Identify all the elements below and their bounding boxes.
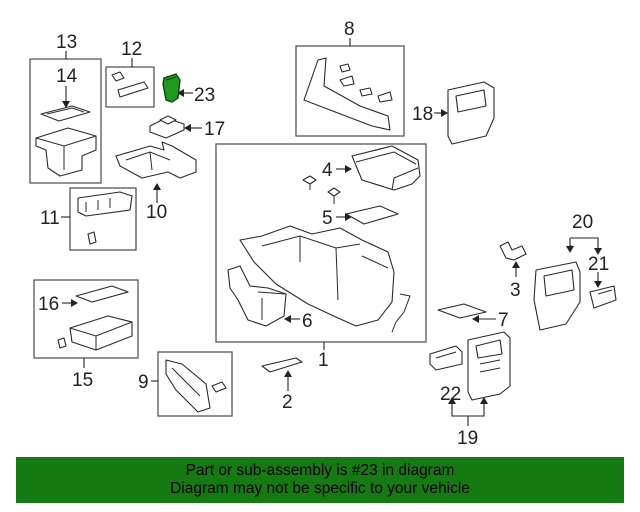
- part-19-rear-panel: [467, 331, 511, 401]
- callout-18: 18: [412, 104, 433, 125]
- part-group-13: [29, 51, 102, 184]
- part-14-tray: [40, 105, 91, 122]
- callout-10: 10: [146, 202, 167, 223]
- callout-20: 20: [572, 212, 593, 233]
- callout-2: 2: [282, 392, 293, 413]
- part-18-panel: [447, 81, 495, 145]
- callout-22: 22: [440, 384, 461, 405]
- callout-14: 14: [56, 66, 78, 87]
- callout-15: 15: [72, 370, 93, 391]
- part-17-cap: [149, 115, 185, 139]
- callout-6: 6: [302, 311, 313, 332]
- callout-4: 4: [322, 160, 333, 181]
- callout-8: 8: [344, 19, 355, 40]
- callout-11: 11: [40, 208, 60, 229]
- part-4-armrest-lid: [351, 145, 421, 191]
- part-group-15: [33, 279, 139, 368]
- part-group-12: [105, 58, 155, 108]
- callout-1: 1: [318, 350, 329, 371]
- part-13-box: [35, 127, 97, 177]
- part-2-bracket: [261, 357, 303, 373]
- callout-23: 23: [194, 85, 215, 106]
- part-group-11: [61, 187, 137, 251]
- callout-13: 13: [56, 32, 77, 53]
- banner-line-1: Part or sub-assembly is #23 in diagram: [185, 462, 455, 479]
- callout-5: 5: [322, 208, 333, 229]
- part-5-tray: [345, 205, 399, 225]
- part-20-assembly: [533, 237, 602, 331]
- callout-17: 17: [204, 119, 225, 140]
- part-group-1: [215, 143, 427, 350]
- part-7-mat: [437, 303, 487, 319]
- part-16-lid: [75, 285, 129, 303]
- part-21-switch: [589, 285, 617, 309]
- part-22-vent: [429, 345, 463, 371]
- part-group-9: [151, 351, 233, 417]
- callout-7: 7: [498, 310, 509, 331]
- part-3-clip: [499, 241, 527, 261]
- parts-diagram: 13 14 12 23 17 10 11 16 15 9 8 18 4 5 6 …: [29, 19, 617, 449]
- callout-12: 12: [121, 39, 142, 60]
- part-23-highlighted: [162, 73, 181, 103]
- part-1-console-body: [239, 225, 395, 327]
- part-6-holder: [227, 265, 287, 327]
- part-group-8: [295, 38, 405, 137]
- callout-21: 21: [588, 254, 609, 275]
- part-15-box: [69, 315, 133, 351]
- callout-3: 3: [510, 280, 521, 301]
- part-10-bezel: [115, 141, 197, 179]
- callout-19: 19: [457, 428, 478, 449]
- info-banner: Part or sub-assembly is #23 in diagram D…: [16, 457, 624, 503]
- callout-9: 9: [138, 372, 149, 393]
- callout-16: 16: [38, 294, 59, 315]
- banner-line-2: Diagram may not be specific to your vehi…: [170, 480, 470, 497]
